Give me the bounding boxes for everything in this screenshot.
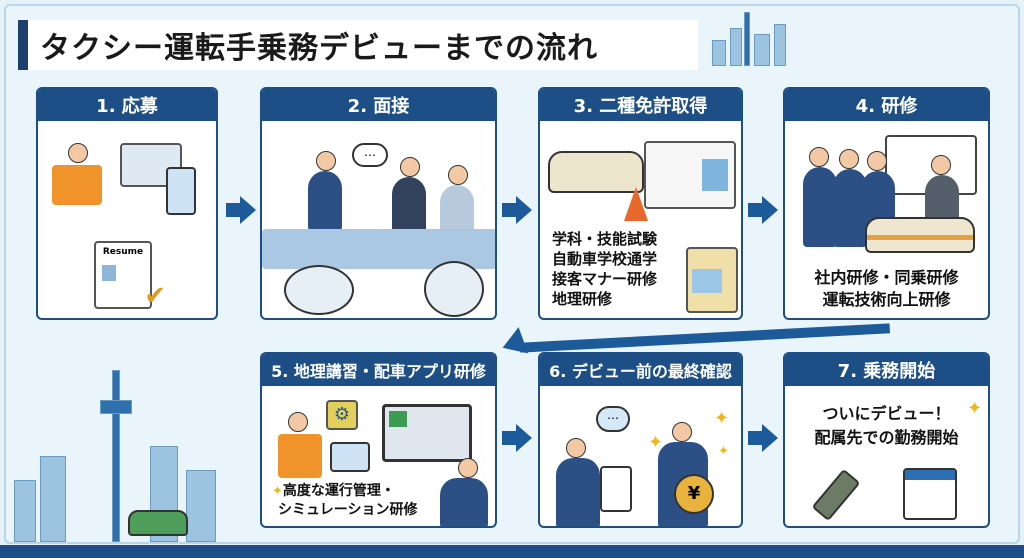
- step-line: 運転技術向上研修: [822, 290, 951, 309]
- step-line: 接客マナー研修: [552, 270, 658, 288]
- taxi-icon: [865, 217, 975, 253]
- person-illustration: [52, 165, 102, 205]
- step-line: 配属先での勤務開始: [814, 428, 959, 447]
- sparkle-icon: ✦: [718, 444, 729, 459]
- checkmark-icon: ✔: [144, 281, 166, 311]
- step-line: 社内研修・同乗研修: [814, 268, 959, 287]
- person-illustration: [278, 434, 322, 478]
- sparkle-icon: ✦: [967, 398, 983, 419]
- tablet-icon: [330, 442, 370, 472]
- resume-label: Resume: [102, 247, 144, 257]
- map-screen-icon: [382, 404, 472, 462]
- key-icon: [811, 468, 861, 522]
- arrow-right-icon: [502, 196, 532, 224]
- step-card-3: 3. 二種免許取得 学科・技能試験 自動車学校通学 接客マナー研修 地理研修: [538, 87, 743, 320]
- arrow-right-icon: [502, 424, 532, 452]
- step-header: 6. デビュー前の最終確認: [540, 354, 741, 386]
- step-card-7: 7. 乗務開始 ついにデビュー！ 配属先での勤務開始 ✦: [783, 352, 990, 528]
- arrow-right-icon: [748, 424, 778, 452]
- step-line: 地理研修: [552, 290, 613, 308]
- checklist-icon: [600, 466, 632, 512]
- step-header: 1. 応募: [38, 89, 216, 121]
- money-bag-icon: ¥: [674, 474, 714, 514]
- speech-bubble-icon: …: [352, 143, 388, 167]
- step-line: 高度な運行管理・: [282, 483, 395, 499]
- step-header: 7. 乗務開始: [785, 354, 988, 386]
- step-card-5: 5. 地理講習・配車アプリ研修 ⚙ ✦高度な運行管理・ シミュレーション研修: [260, 352, 497, 528]
- gear-icon: ⚙: [326, 400, 358, 430]
- step-line: シミュレーション研修: [278, 502, 418, 518]
- yen-label: ¥: [687, 483, 701, 504]
- taxi-icon: [548, 151, 644, 193]
- license-card-icon: [644, 141, 736, 209]
- interviewer-icon: [424, 261, 484, 317]
- phone-icon: [166, 167, 196, 215]
- sparkle-icon: ✦: [272, 484, 283, 499]
- step-line: 自動車学校通学: [552, 250, 658, 268]
- arrow-right-icon: [748, 196, 778, 224]
- step-card-2: 2. 面接 …: [260, 87, 497, 320]
- step-header: 5. 地理講習・配車アプリ研修: [262, 354, 495, 386]
- calendar-icon: [903, 468, 957, 520]
- bottom-bar: [0, 545, 1024, 558]
- step-header: 2. 面接: [262, 89, 495, 121]
- step-line: ついにデビュー！: [822, 404, 951, 423]
- step-card-1: 1. 応募 Resume ✔: [36, 87, 218, 320]
- sparkle-icon: ✦: [648, 432, 664, 453]
- step-line: 学科・技能試験: [552, 230, 658, 248]
- arrow-right-icon: [226, 196, 256, 224]
- speech-bubble-icon: …: [596, 406, 630, 432]
- step-card-6: 6. デビュー前の最終確認 … ¥ ✦ ✦ ✦: [538, 352, 743, 528]
- applicants-icon: [284, 265, 354, 315]
- step-header: 4. 研修: [785, 89, 988, 121]
- step-header: 3. 二種免許取得: [540, 89, 741, 121]
- map-icon: [686, 247, 738, 313]
- step-card-4: 4. 研修 社内研修・同乗研修 運転技術向上研修: [783, 87, 990, 320]
- taxi-icon: [128, 510, 188, 536]
- resume-icon: Resume ✔: [94, 241, 166, 311]
- title-bar: タクシー運転手乗務デビューまでの流れ: [18, 20, 698, 70]
- page-title: タクシー運転手乗務デビューまでの流れ: [40, 31, 598, 66]
- sparkle-icon: ✦: [714, 408, 730, 429]
